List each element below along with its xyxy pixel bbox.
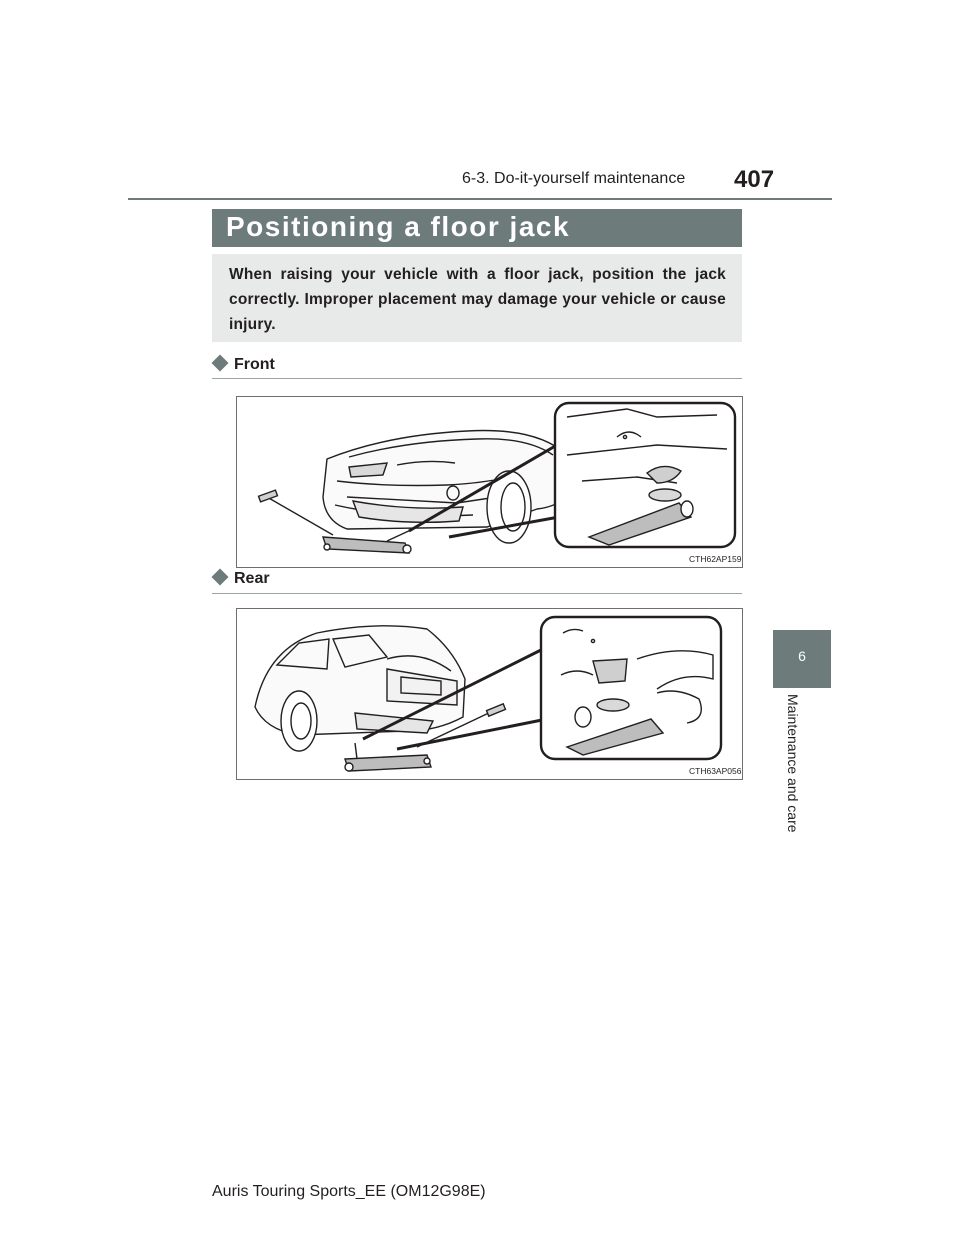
page-title: Positioning a floor jack bbox=[226, 211, 571, 242]
front-figure-code: CTH62AP159 bbox=[689, 554, 742, 564]
diamond-bullet-icon bbox=[211, 354, 229, 372]
rear-figure-code: CTH63AP056 bbox=[689, 766, 742, 776]
front-car-drawing: CTH62AP159 bbox=[257, 401, 742, 564]
rear-heading-rule bbox=[212, 593, 742, 594]
chapter-tab bbox=[773, 630, 831, 688]
front-heading-label: Front bbox=[234, 356, 275, 373]
rear-car-drawing: CTH63AP056 bbox=[254, 615, 742, 776]
diamond-bullet-icon bbox=[211, 568, 229, 586]
rear-heading: Rear bbox=[211, 568, 270, 588]
rear-heading-label: Rear bbox=[234, 570, 270, 587]
front-heading-rule bbox=[212, 378, 742, 379]
intro-box bbox=[212, 254, 742, 342]
footer-text: Auris Touring Sports_EE (OM12G98E) bbox=[212, 1183, 486, 1200]
title-bar bbox=[212, 209, 742, 247]
rear-jack-illustration: CTH63AP056 bbox=[236, 608, 743, 780]
header-divider bbox=[128, 198, 832, 200]
front-jack-illustration: CTH62AP159 bbox=[236, 396, 743, 568]
chapter-label: Maintenance and care bbox=[785, 694, 801, 833]
intro-text: When raising your vehicle with a floor j… bbox=[229, 266, 726, 333]
chapter-number: 6 bbox=[798, 648, 806, 664]
front-heading: Front bbox=[211, 354, 275, 374]
section-reference: 6-3. Do-it-yourself maintenance bbox=[462, 170, 686, 187]
page-number: 407 bbox=[734, 166, 775, 193]
